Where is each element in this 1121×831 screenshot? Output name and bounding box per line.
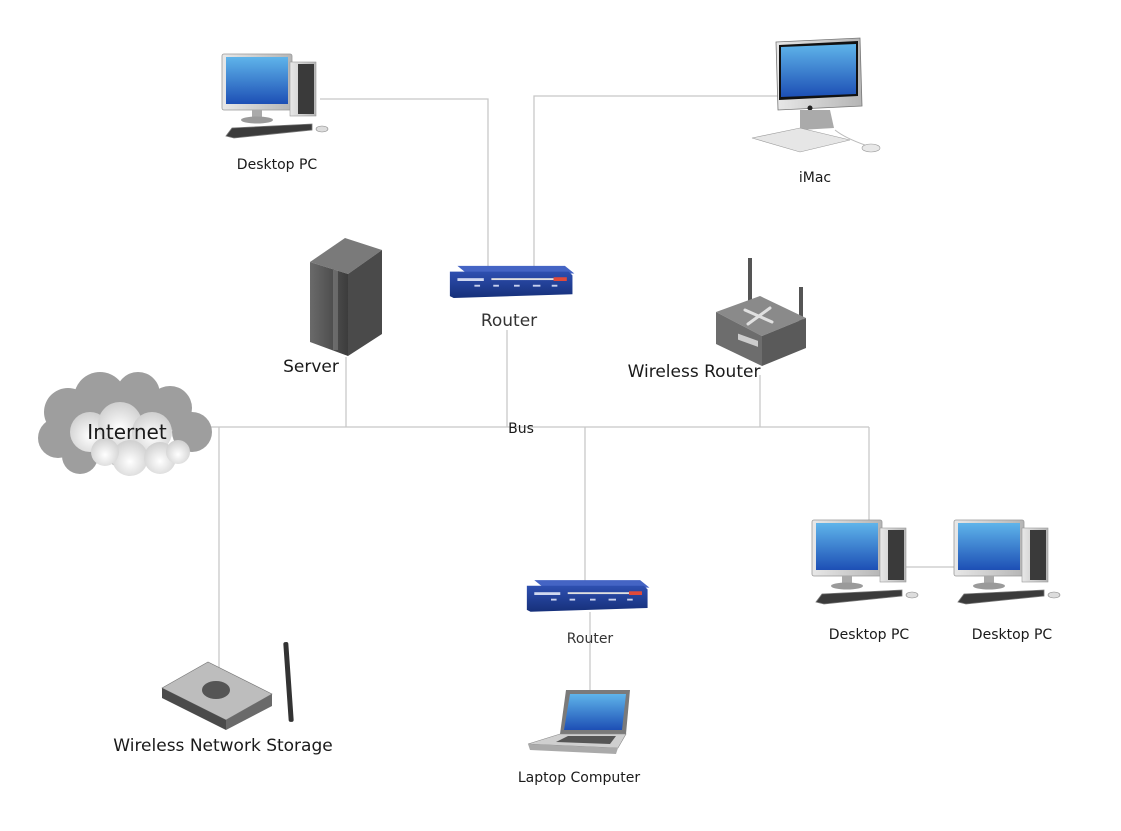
internet-cloud-icon[interactable] bbox=[38, 372, 212, 476]
desktop-pc-icon[interactable] bbox=[953, 519, 1061, 605]
desktop-pc-label: Desktop PC bbox=[828, 627, 910, 643]
desktop-pc-label: Desktop PC bbox=[971, 627, 1053, 643]
wireless-storage-icon[interactable] bbox=[161, 642, 294, 730]
imac-icon[interactable] bbox=[751, 37, 881, 153]
internet-label: Internet bbox=[87, 420, 167, 444]
desktop-pc-icon[interactable] bbox=[811, 519, 919, 605]
link-desktop-top-router bbox=[320, 98, 489, 266]
router-label: Router bbox=[566, 631, 614, 647]
wireless-router-icon[interactable] bbox=[716, 258, 806, 366]
bus-label: Bus bbox=[508, 421, 534, 437]
connections bbox=[205, 95, 956, 692]
desktop-pc-label: Desktop PC bbox=[236, 157, 318, 173]
server-label: Server bbox=[283, 357, 339, 377]
laptop-label: Laptop Computer bbox=[517, 770, 641, 786]
desktop-pc-icon[interactable] bbox=[221, 53, 329, 139]
imac-label: iMac bbox=[798, 170, 832, 186]
server-icon[interactable] bbox=[310, 238, 382, 356]
wireless-router-label: Wireless Router bbox=[627, 362, 761, 382]
laptop-icon[interactable] bbox=[527, 690, 630, 754]
wireless-storage-label: Wireless Network Storage bbox=[113, 736, 333, 756]
router-label: Router bbox=[480, 311, 538, 331]
router-icon[interactable] bbox=[526, 580, 650, 612]
link-imac-router bbox=[533, 95, 780, 266]
router-icon[interactable] bbox=[449, 265, 575, 298]
